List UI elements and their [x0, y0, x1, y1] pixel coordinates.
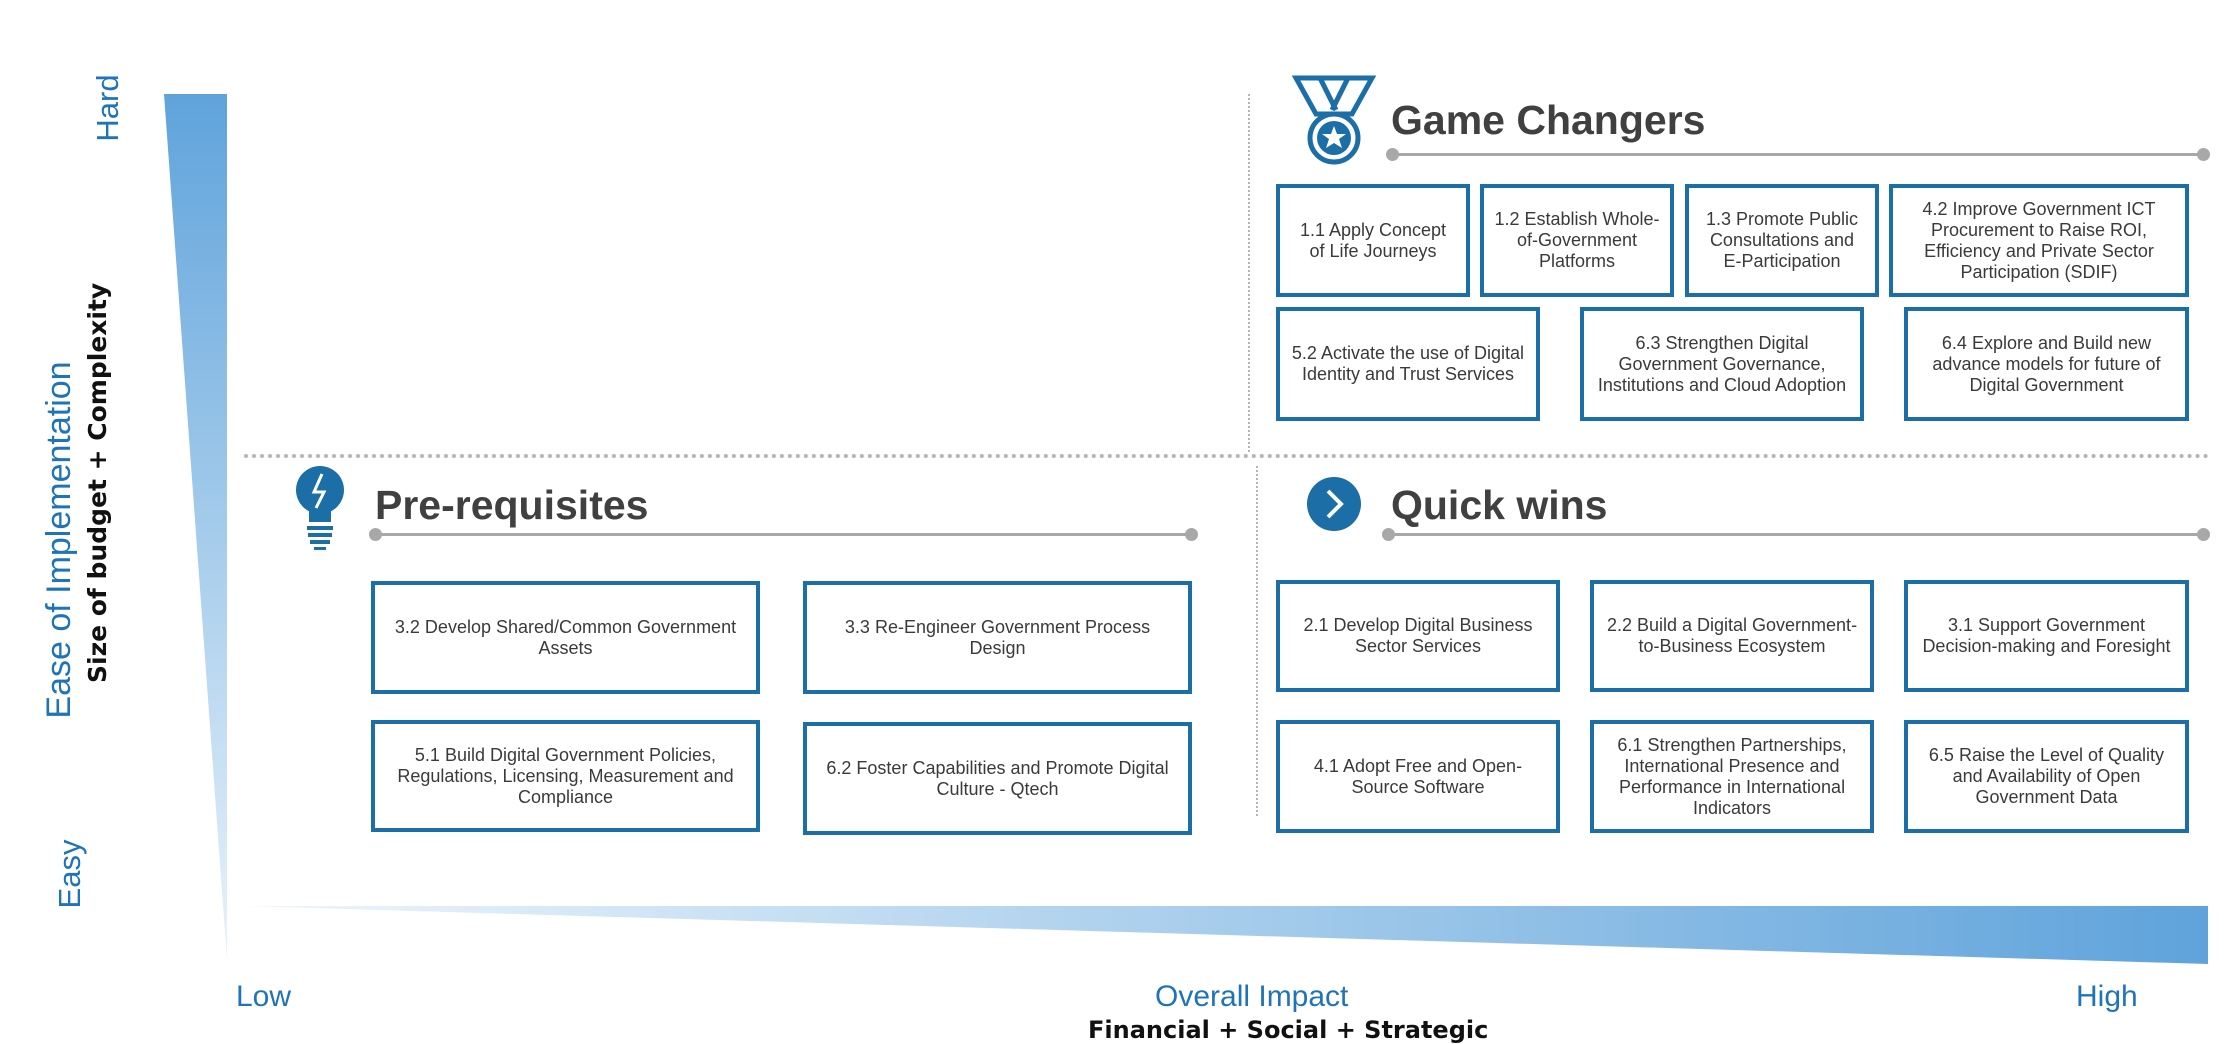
y-axis-title: Ease of Implementation: [40, 361, 78, 719]
initiative-box: 1.2 Establish Whole-of-Government Platfo…: [1480, 184, 1674, 297]
quadrant-title-game-changers: Game Changers: [1391, 97, 1706, 143]
initiative-box: 3.3 Re-Engineer Government Process Desig…: [803, 581, 1192, 694]
initiative-box: 6.4 Explore and Build new advance models…: [1904, 307, 2189, 421]
quadrant-title-prerequisites: Pre-requisites: [375, 482, 649, 528]
initiative-box: 3.1 Support Government Decision-making a…: [1904, 580, 2189, 692]
title-underline: [369, 528, 1198, 541]
initiative-box: 2.1 Develop Digital Business Sector Serv…: [1276, 580, 1560, 692]
medal-icon: [1291, 75, 1377, 165]
initiative-box: 1.3 Promote Public Consultations and E-P…: [1685, 184, 1879, 297]
x-axis-subtitle: Financial + Social + Strategic: [1088, 1016, 1489, 1044]
lightbulb-icon: [296, 466, 344, 550]
vertical-divider-top: [1248, 94, 1250, 452]
y-axis-bottom-label: Easy: [52, 839, 87, 909]
vertical-divider-bottom: [1256, 466, 1258, 816]
y-axis-subtitle: Size of budget + Complexity: [83, 282, 112, 683]
title-underline: [1386, 148, 2210, 161]
initiative-box: 6.2 Foster Capabilities and Promote Digi…: [803, 722, 1192, 835]
initiative-box: 3.2 Develop Shared/Common Government Ass…: [371, 581, 760, 694]
initiative-box: 4.2 Improve Government ICT Procurement t…: [1889, 184, 2189, 297]
initiative-box: 1.1 Apply Concept of Life Journeys: [1276, 184, 1470, 297]
y-axis-top-label: Hard: [90, 74, 125, 142]
horizontal-divider: [244, 454, 2210, 458]
vertical-axis-wedge: [164, 94, 227, 960]
x-axis-low-label: Low: [236, 980, 292, 1013]
initiative-box: 4.1 Adopt Free and Open-Source Software: [1276, 720, 1560, 833]
initiative-box: 6.1 Strengthen Partnerships, Internation…: [1590, 720, 1874, 833]
x-axis-high-label: High: [2076, 980, 2138, 1013]
quadrant-title-quick-wins: Quick wins: [1391, 482, 1608, 528]
title-underline: [1382, 528, 2210, 541]
initiative-box: 6.3 Strengthen Digital Government Govern…: [1580, 307, 1864, 421]
chevron-right-circle-icon: [1307, 477, 1361, 531]
horizontal-axis-wedge: [244, 906, 2208, 964]
x-axis-title: Overall Impact: [1155, 980, 1349, 1013]
initiative-box: 2.2 Build a Digital Government-to-Busine…: [1590, 580, 1874, 692]
initiative-box: 6.5 Raise the Level of Quality and Avail…: [1904, 720, 2189, 833]
initiative-box: 5.1 Build Digital Government Policies, R…: [371, 720, 760, 832]
initiative-box: 5.2 Activate the use of Digital Identity…: [1276, 307, 1540, 421]
